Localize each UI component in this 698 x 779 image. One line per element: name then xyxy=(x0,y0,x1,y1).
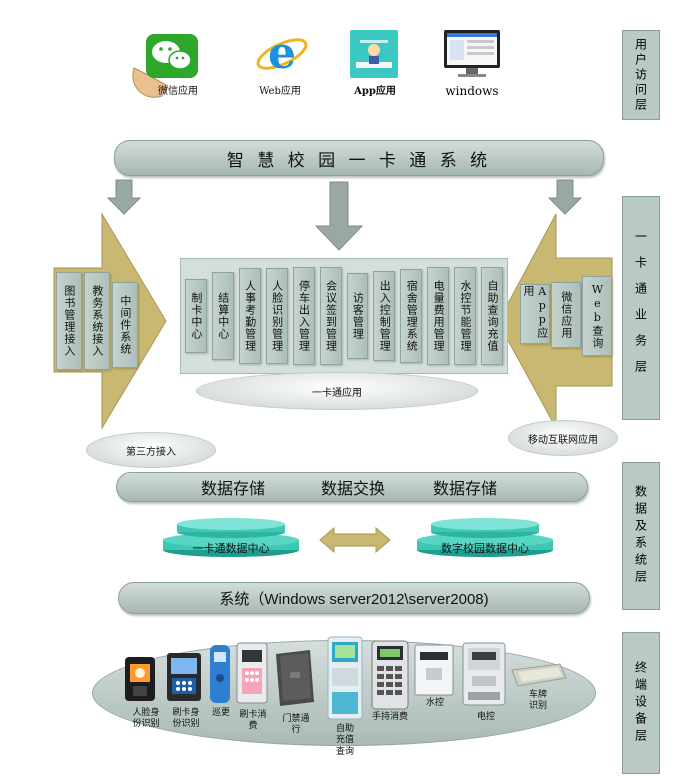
data-storage-right: 数据存储 xyxy=(433,479,498,498)
electric-control-device-icon xyxy=(462,642,506,706)
layer-business-text: 一卡通业务层 xyxy=(633,230,648,386)
layer-terminal: 终端设备层 xyxy=(622,632,660,774)
center-module: 人脸识别管理 xyxy=(265,268,288,364)
handheld-payment-label: 手持消费 xyxy=(372,712,409,722)
card-identity-device-icon xyxy=(166,652,202,702)
center-module: 停车出入管理 xyxy=(292,267,315,365)
system-os: 系统（Windows server2012\server2008) xyxy=(219,590,489,608)
layer-user-access: 用户访问层 xyxy=(622,30,660,120)
right-module-web: Web查询 xyxy=(582,276,612,356)
layer-terminal-text: 终端设备层 xyxy=(633,660,648,746)
layer-user-access-text: 用户访问层 xyxy=(633,37,648,113)
plate-recognition-device-icon xyxy=(510,662,568,688)
center-module: 电量费用管理 xyxy=(427,267,450,365)
left-module-academic: 教务系统接入 xyxy=(84,272,110,370)
card-payment-device-icon xyxy=(236,642,268,704)
plate-recognition-label: 车牌识别 xyxy=(528,690,547,712)
door-access-device-icon xyxy=(274,648,316,708)
system-bar: 系统（Windows server2012\server2008) xyxy=(118,582,590,614)
face-recognition-device-icon xyxy=(124,656,156,702)
center-module: 会议签到管理 xyxy=(319,267,342,365)
system-title: 智 慧 校 园 一 卡 通 系 统 xyxy=(226,150,492,171)
windows-label: windows xyxy=(445,84,499,98)
center-panel: 制卡中心结算中心人事考勤管理人脸识别管理停车出入管理会议签到管理访客管理出入控制… xyxy=(180,258,508,374)
left-module-library: 图书管理接入 xyxy=(56,272,82,370)
wechat-app-label: 微信应用 xyxy=(158,86,198,97)
patrol-device-icon xyxy=(208,644,232,704)
mobile-internet-label: 移动互联网应用 xyxy=(508,420,618,456)
app-icon xyxy=(350,30,398,78)
left-gold-arrow xyxy=(53,212,167,430)
patrol-label: 巡更 xyxy=(212,708,231,718)
layer-data: 数据及系统层 xyxy=(622,462,660,610)
card-data-center-label: 一卡通数据中心 xyxy=(192,542,270,555)
data-storage-left: 数据存储 xyxy=(201,479,266,498)
self-service-kiosk-icon xyxy=(324,636,366,720)
card-payment-label: 刷卡消费 xyxy=(239,710,267,732)
web-app-label: Web应用 xyxy=(259,86,301,97)
center-module: 制卡中心 xyxy=(185,279,207,353)
card-identity-label: 刷卡身份识别 xyxy=(172,708,200,730)
data-exchange: 数据交换 xyxy=(321,479,386,498)
layer-data-text: 数据及系统层 xyxy=(633,485,648,587)
card-data-center: 一卡通数据中心 xyxy=(162,516,300,558)
electric-control-label: 电控 xyxy=(476,712,495,722)
door-access-label: 门禁通行 xyxy=(282,714,310,736)
water-control-label: 水控 xyxy=(425,698,444,708)
card-apps-label: 一卡通应用 xyxy=(196,372,478,410)
center-module: 人事考勤管理 xyxy=(238,268,261,364)
center-module: 结算中心 xyxy=(211,272,234,360)
right-module-app: App应用 xyxy=(520,284,550,344)
face-recognition-label: 人脸身份识别 xyxy=(132,708,160,730)
svg-text:e: e xyxy=(268,28,296,79)
system-title-bar: 智 慧 校 园 一 卡 通 系 统 xyxy=(114,140,604,176)
center-module: 自助查询充值 xyxy=(481,267,504,365)
campus-data-center-label: 数字校园数据中心 xyxy=(441,542,529,555)
windows-monitor-icon xyxy=(442,28,502,80)
ie-browser-icon: e xyxy=(254,28,310,80)
third-party-label: 第三方接入 xyxy=(86,432,216,468)
center-module: 水控节能管理 xyxy=(454,267,477,365)
data-bar: 数据存储 数据交换 数据存储 xyxy=(116,472,588,502)
campus-data-center: 数字校园数据中心 xyxy=(416,516,554,558)
left-module-middleware: 中间件系统 xyxy=(112,282,138,368)
self-service-kiosk-label: 自助充值查询 xyxy=(335,724,354,757)
center-module: 宿舍管理系统 xyxy=(400,269,423,363)
layer-business: 一卡通业务层 xyxy=(622,196,660,420)
center-module: 出入控制管理 xyxy=(373,271,396,361)
app-label: App应用 xyxy=(354,86,396,97)
wechat-app-icon xyxy=(128,30,200,100)
handheld-payment-device-icon xyxy=(370,640,410,710)
exchange-arrow xyxy=(319,526,391,554)
water-control-device-icon xyxy=(414,644,454,696)
center-module: 访客管理 xyxy=(346,273,369,359)
right-module-wechat: 微信应用 xyxy=(551,282,581,348)
